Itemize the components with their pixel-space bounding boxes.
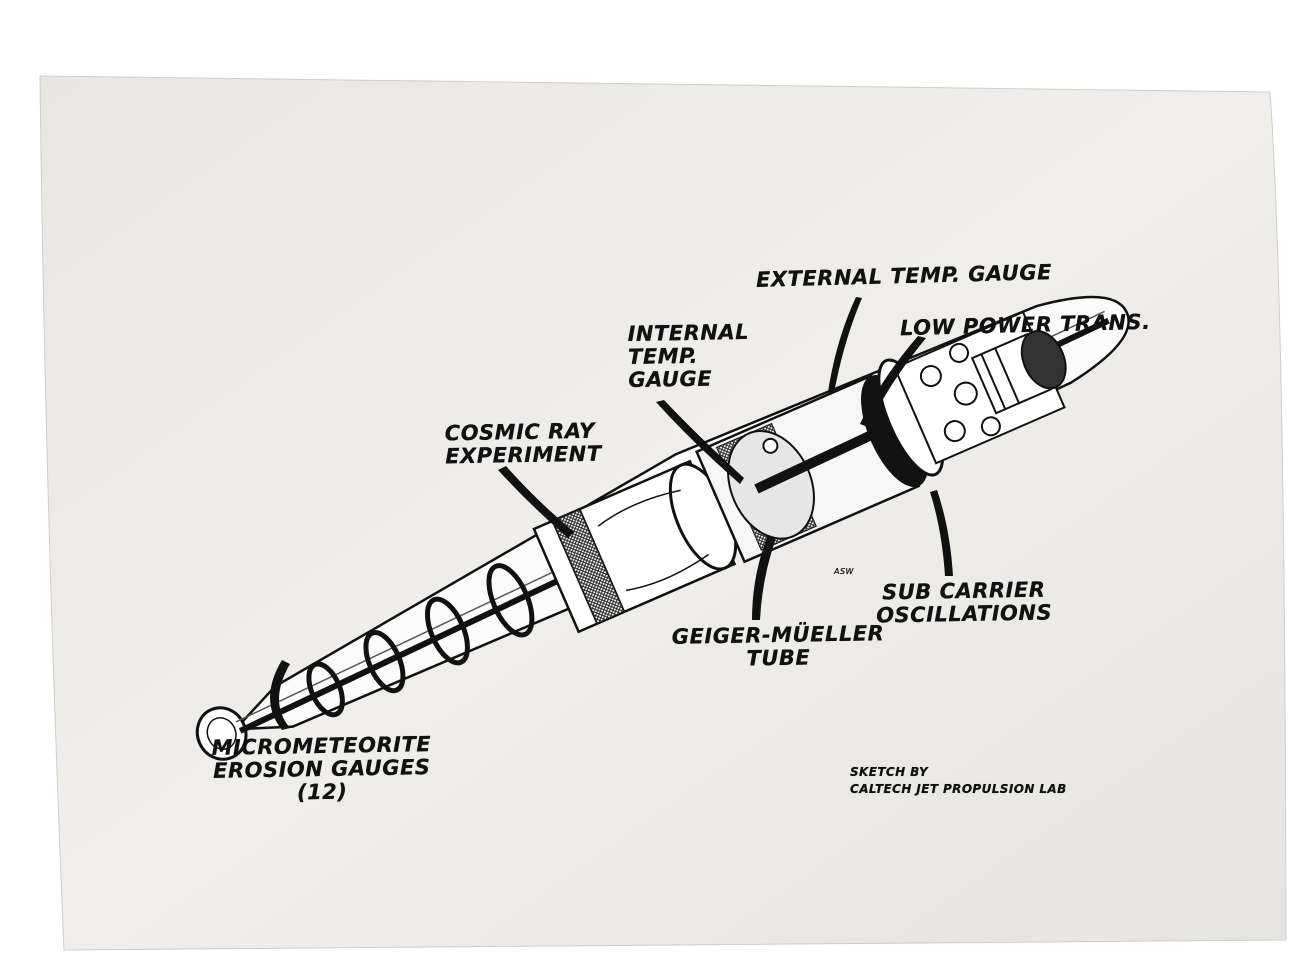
credit-line2: CALTECH JET PROPULSION LAB <box>850 782 1067 797</box>
artist-initials: ASW <box>834 567 854 577</box>
label-internal-temp-line1: INTERNAL <box>627 319 750 347</box>
satellite-tip-ball <box>195 706 248 761</box>
callout-leaders <box>270 297 953 730</box>
leader-external-temp <box>828 297 862 393</box>
leader-low-power-trans <box>860 336 926 427</box>
label-sub-carrier-line2: OSCILLATIONS <box>875 600 1053 628</box>
credit-line1: SKETCH BY <box>850 765 929 779</box>
erosion-gauge-rings <box>306 563 535 718</box>
label-micrometeorite-line2: EROSION GAUGES <box>212 755 431 783</box>
label-micrometeorite-erosion-gauges: MICROMETEORITE EROSION GAUGES (12) <box>211 732 432 806</box>
label-micrometeorite-line3: (12) <box>296 779 348 805</box>
label-internal-temp-line3: GAUGE <box>628 366 713 393</box>
label-cosmic-ray-line2: EXPERIMENT <box>444 441 602 469</box>
leader-geiger <box>752 535 776 620</box>
label-internal-temp-line2: TEMP. <box>627 343 699 370</box>
satellite-illustration <box>195 295 1130 761</box>
leader-micrometeorite <box>270 660 290 730</box>
label-geiger-mueller-tube: GEIGER-MÜELLER TUBE <box>671 621 885 672</box>
label-sub-carrier-oscillations: SUB CARRIER OSCILLATIONS <box>875 578 1053 628</box>
credit-block: SKETCH BY CALTECH JET PROPULSION LAB <box>850 765 1067 797</box>
artist-initials-text: ASW <box>834 567 854 576</box>
label-cosmic-ray-experiment: COSMIC RAY EXPERIMENT <box>444 419 602 469</box>
electronics-head <box>877 310 1067 477</box>
label-geiger-line1: GEIGER-MÜELLER <box>671 621 885 649</box>
label-internal-temp-gauge: INTERNAL TEMP. GAUGE <box>627 319 750 393</box>
leader-cosmic-ray <box>498 466 574 538</box>
leader-sub-carrier <box>930 490 953 576</box>
label-geiger-line2: TUBE <box>746 645 811 671</box>
leader-internal-temp <box>656 400 744 484</box>
